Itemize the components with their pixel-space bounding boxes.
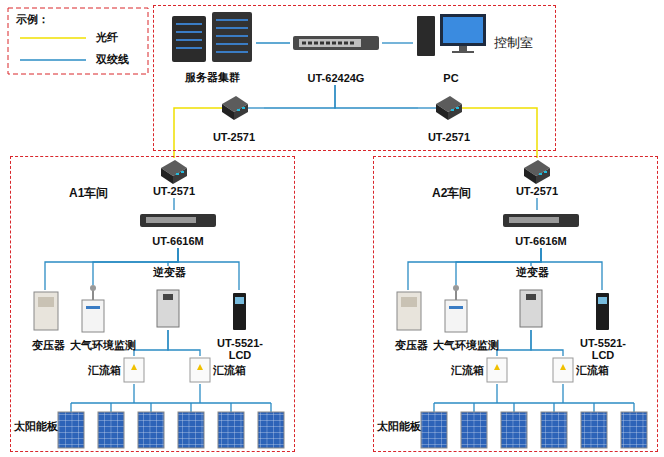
twisted-pair-link xyxy=(497,330,531,356)
twisted-pair-link xyxy=(536,198,537,210)
device-label: UT-6616M xyxy=(152,235,203,248)
twisted-pair-link xyxy=(531,248,541,266)
device-node: 变压器 xyxy=(389,290,433,352)
twisted-pair-link xyxy=(541,248,602,290)
device-label: 汇流箱 xyxy=(451,364,484,377)
twisted-pair-link xyxy=(199,384,200,403)
device-node: UT-5521- LCD xyxy=(571,290,635,362)
twisted-pair-link xyxy=(173,198,174,210)
region-title: 控制室 xyxy=(494,36,533,51)
device-node: 汇流箱 xyxy=(449,356,509,384)
legend-label: 光纤 xyxy=(96,31,118,44)
twisted-pair-link xyxy=(133,384,134,403)
region-title: A2车间 xyxy=(432,187,471,201)
twisted-pair-link xyxy=(531,330,563,356)
region-band: A2车间 UT-2571UT-6616M 变压器大气环境监测 逆变器 UT-5521- … xyxy=(373,156,658,452)
device-label: 变压器 xyxy=(32,339,65,352)
device-label: 逆变器 xyxy=(153,266,186,279)
region-title: A1车间 xyxy=(69,187,108,201)
twisted-pair-link xyxy=(168,330,200,356)
device-label: UT-6616M xyxy=(515,235,566,248)
device-node: UT-5521- LCD xyxy=(208,290,272,362)
legend-heading: 示例： xyxy=(16,13,49,26)
device-label: 服务器集群 xyxy=(185,71,240,84)
device-label: 大气环境监测 xyxy=(70,339,136,352)
legend-label: 双绞线 xyxy=(96,53,129,66)
device-node: 逆变器 xyxy=(509,266,555,330)
twisted-pair-link xyxy=(168,248,178,266)
device-node: UT-2571 xyxy=(506,158,568,198)
device-label: UT-5521- LCD xyxy=(571,337,635,362)
device-node: UT-2571 xyxy=(204,96,264,144)
device-node: 服务器集群 xyxy=(168,10,256,84)
device-label: 太阳能板 xyxy=(14,420,58,433)
device-node: 太阳能板 xyxy=(12,403,292,449)
twisted-pair-link xyxy=(496,384,497,403)
device-node: UT-6616M xyxy=(132,210,224,248)
twisted-pair-link xyxy=(335,85,418,108)
device-label: 变压器 xyxy=(395,339,428,352)
device-label: UT-2571 xyxy=(153,185,195,198)
device-label: 汇流箱 xyxy=(88,364,121,377)
device-node: 大气环境监测 xyxy=(425,285,507,352)
twisted-pair-link xyxy=(264,85,335,108)
device-node: UT-2571 xyxy=(418,96,480,144)
device-node: PC xyxy=(413,10,489,85)
twisted-pair-link xyxy=(178,248,239,290)
device-label: 逆变器 xyxy=(516,266,549,279)
twisted-pair-link xyxy=(562,384,563,403)
device-node: 大气环境监测 xyxy=(62,285,144,352)
device-label: UT-2571 xyxy=(428,131,470,144)
twisted-pair-link xyxy=(382,42,413,43)
device-node: 太阳能板 xyxy=(375,403,655,449)
device-label: 大气环境监测 xyxy=(433,339,499,352)
device-label: UT-62424G xyxy=(308,72,365,85)
device-label: 汇流箱 xyxy=(213,364,246,377)
device-label: UT-2571 xyxy=(213,131,255,144)
device-label: 太阳能板 xyxy=(377,420,421,433)
twisted-pair-link xyxy=(256,42,290,43)
device-node: UT-62424G xyxy=(290,30,382,85)
device-label: UT-5521- LCD xyxy=(208,337,272,362)
device-label: UT-2571 xyxy=(516,185,558,198)
device-node: 变压器 xyxy=(26,290,70,352)
device-label: 汇流箱 xyxy=(576,364,609,377)
region-band: A1车间 UT-2571UT-6616M 变压器大气环境监测 逆变器 UT-5521- … xyxy=(10,156,295,452)
device-node: 汇流箱 xyxy=(86,356,146,384)
device-node: UT-2571 xyxy=(143,158,205,198)
device-node: UT-6616M xyxy=(495,210,587,248)
region-band: 控制室服务器集群 UT-62424G PC UT-2571 UT-2571 xyxy=(153,5,556,151)
twisted-pair-link xyxy=(134,330,168,356)
device-label: PC xyxy=(443,72,458,85)
device-node: 逆变器 xyxy=(146,266,192,330)
